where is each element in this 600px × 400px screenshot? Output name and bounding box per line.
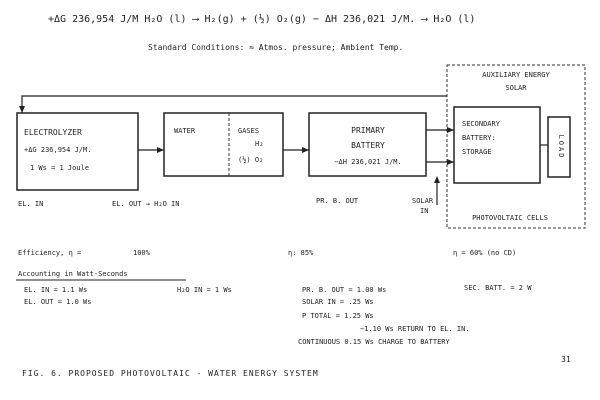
pr-b-out-label: PR. B. OUT bbox=[316, 197, 359, 205]
return-path-line bbox=[21, 95, 447, 113]
el-out-label: EL. OUT → H₂O IN bbox=[112, 200, 179, 208]
efficiency-battery: η: 85% bbox=[288, 249, 314, 257]
primary-battery-box bbox=[308, 112, 427, 177]
accounting-sec-batt: SEC. BATT. = 2 W bbox=[464, 284, 532, 292]
arrowhead-battery-secondary-top bbox=[447, 127, 454, 133]
secondary-battery-line2: BATTERY: bbox=[462, 134, 496, 142]
primary-battery-title: PRIMARY bbox=[351, 126, 385, 135]
accounting-pr-b-out: PR. B. OUT = 1.00 Ws bbox=[302, 286, 386, 294]
arrowhead-electrolyzer-water bbox=[157, 147, 164, 153]
electrolyzer-title: ELECTROLYZER bbox=[24, 128, 82, 137]
reaction-equation: +ΔG 236,954 J/M H₂O (l) ⟶ H₂(g) + (½) O₂… bbox=[48, 13, 475, 25]
secondary-battery-box bbox=[453, 106, 541, 184]
secondary-battery-line3: STORAGE bbox=[462, 148, 492, 156]
solar-input-arrowhead bbox=[434, 176, 440, 183]
primary-battery-subtitle: BATTERY bbox=[351, 141, 385, 150]
page-number: 31 bbox=[561, 355, 571, 364]
accounting-solar-in: SOLAR IN = .25 Ws bbox=[302, 298, 374, 306]
gases-label: GASES bbox=[238, 127, 259, 135]
electrolyzer-units: 1 Ws = 1 Joule bbox=[30, 164, 89, 172]
arrowhead-battery-secondary-bottom bbox=[447, 159, 454, 165]
accounting-el-out: EL. OUT = 1.0 Ws bbox=[24, 298, 91, 306]
el-in-label: EL. IN bbox=[18, 200, 43, 208]
solar-in-label-2: IN bbox=[420, 207, 428, 215]
secondary-battery-line1: SECONDARY bbox=[462, 120, 501, 128]
aux-energy-box bbox=[446, 64, 586, 229]
solar-in-label-1: SOLAR bbox=[412, 197, 434, 205]
return-arrowhead bbox=[19, 106, 25, 113]
primary-battery-energy: −ΔH 236,021 J/M. bbox=[334, 158, 401, 166]
water-gas-box bbox=[163, 112, 284, 177]
accounting-heading: Accounting in Watt-Seconds bbox=[18, 270, 128, 278]
accounting-h2o-in: H₂O IN = 1 Ws bbox=[177, 286, 232, 294]
photovoltaic-cells-label: PHOTOVOLTAIC CELLS bbox=[472, 214, 548, 222]
load-label: LOAD bbox=[557, 135, 565, 160]
accounting-continuous: CONTINUOUS 0.15 Ws CHARGE TO BATTERY bbox=[298, 338, 451, 346]
aux-title-2: SOLAR bbox=[505, 84, 527, 92]
efficiency-photovoltaic: η = 60% (no CD) bbox=[453, 249, 516, 257]
accounting-p-total: P TOTAL = 1.25 Ws bbox=[302, 312, 374, 320]
arrowhead-gas-battery bbox=[302, 147, 309, 153]
standard-conditions: Standard Conditions: ≈ Atmos. pressure; … bbox=[148, 43, 403, 52]
water-label: WATER bbox=[174, 127, 196, 135]
accounting-return: −1.10 Ws RETURN TO EL. IN. bbox=[360, 325, 470, 333]
electrolyzer-energy: +ΔG 236,954 J/M. bbox=[24, 146, 91, 154]
load-box bbox=[547, 116, 571, 178]
o2-label: (½) O₂ bbox=[238, 156, 263, 164]
efficiency-label: Efficiency, η = bbox=[18, 249, 81, 257]
efficiency-electrolyzer: 100% bbox=[133, 249, 151, 257]
aux-title-1: AUXILIARY ENERGY bbox=[482, 71, 550, 79]
electrolyzer-box bbox=[16, 112, 139, 191]
figure-caption: FIG. 6. PROPOSED PHOTOVOLTAIC - WATER EN… bbox=[22, 369, 319, 378]
h2-label: H₂ bbox=[255, 140, 263, 148]
accounting-el-in: EL. IN = 1.1 Ws bbox=[24, 286, 87, 294]
